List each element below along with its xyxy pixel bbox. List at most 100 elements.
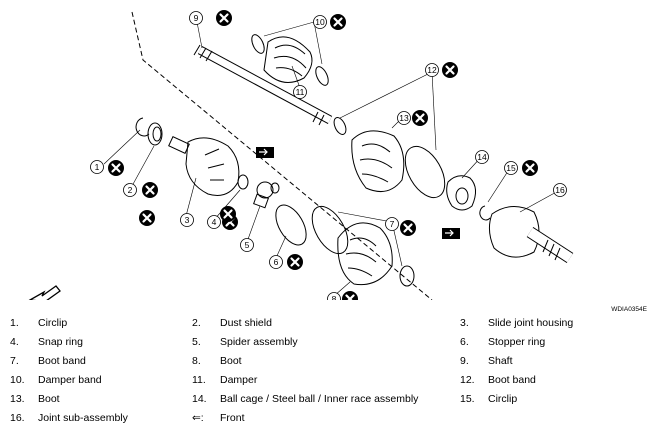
legend-item-label: Ball cage / Steel ball / Inner race asse… <box>220 393 419 405</box>
legend-item: 14.Ball cage / Steel ball / Inner race a… <box>192 393 418 405</box>
legend-row: 13. Boot 14.Ball cage / Steel ball / Inner… <box>0 390 653 409</box>
x-circle-icon <box>412 110 428 126</box>
legend-item-number: 12. <box>460 374 475 386</box>
legend-item-label: Damper <box>220 374 258 386</box>
x-circle-icon <box>287 254 303 270</box>
callout-number: 15 <box>506 163 516 173</box>
legend-item: 6. Stopper ring <box>460 336 545 348</box>
legend-item-label: Dust shield <box>220 317 272 329</box>
legend-item-label: Circlip <box>38 317 68 329</box>
legend-item: 10. Damper band <box>10 374 102 386</box>
callout-12: 12 <box>425 63 439 77</box>
shaft-part <box>193 44 333 126</box>
legend-item-label: Boot band <box>38 355 86 367</box>
dust-shield-part <box>147 122 163 146</box>
legend-item-label: Stopper ring <box>488 336 546 348</box>
boot-part-8 <box>337 222 415 287</box>
legend-item: 9. Shaft <box>460 355 513 367</box>
legend-item-number: 16. <box>10 412 25 424</box>
legend-item-number: 3. <box>460 317 469 329</box>
callout-number: 16 <box>555 185 565 195</box>
callout-number: 13 <box>399 113 409 123</box>
legend-item-number: 9. <box>460 355 469 367</box>
legend-item: 3. Slide joint housing <box>460 317 573 329</box>
dashed-outline <box>131 11 433 300</box>
legend-item-label: Snap ring <box>38 336 83 348</box>
figure-reference-code: WDIA0354E <box>611 306 647 313</box>
callout-6: 6 <box>269 255 283 269</box>
grease-icon <box>256 147 274 158</box>
callout-number: 10 <box>315 17 325 27</box>
legend-item-label: Damper band <box>38 374 102 386</box>
callout-number: 1 <box>95 162 100 172</box>
legend-item-number: 13. <box>10 393 25 405</box>
callout-number: 14 <box>477 152 487 162</box>
legend-item: 7. Boot band <box>10 355 86 367</box>
callout-number: 11 <box>296 87 305 97</box>
callout-2: 2 <box>123 183 137 197</box>
grease-icon <box>442 228 460 239</box>
leader-lines <box>103 21 561 297</box>
stopper-ring-part <box>275 204 307 246</box>
legend-item-number: 2. <box>192 317 201 329</box>
legend-item: 12.Boot band <box>460 374 536 386</box>
x-circle-icon <box>330 14 346 30</box>
do-not-reuse-marks <box>108 10 538 300</box>
boot-part-13 <box>351 130 405 193</box>
legend-item-label: Boot <box>220 355 242 367</box>
callout-number: 7 <box>390 219 395 229</box>
callout-4: 4 <box>207 215 221 229</box>
legend-item-number: 6. <box>460 336 469 348</box>
callout-number: 2 <box>128 185 133 195</box>
legend-item-number: 8. <box>192 355 201 367</box>
callout-13: 13 <box>397 111 411 125</box>
callout-10: 10 <box>313 15 327 29</box>
parts-legend: 1. Circlip 2. Dust shield 3. Slide joint hous… <box>0 314 653 428</box>
x-circle-icon <box>220 206 236 222</box>
legend-row: 16.Joint sub-assembly⇐:Front <box>0 409 653 428</box>
legend-item-number: 7. <box>10 355 19 367</box>
callout-number: 3 <box>185 215 190 225</box>
legend-item-label: Joint sub-assembly <box>38 412 128 424</box>
damper-part <box>251 34 329 86</box>
legend-item-label: Shaft <box>488 355 513 367</box>
callout-number: 5 <box>245 240 250 250</box>
front-arrow-icon <box>28 285 61 300</box>
legend-row: 7. Boot band 8. Boot 9. Shaft <box>0 352 653 371</box>
callout-15: 15 <box>504 161 518 175</box>
legend-item-number: 4. <box>10 336 19 348</box>
legend-item: 8. Boot <box>192 355 242 367</box>
legend-item-number: 11. <box>192 374 206 386</box>
x-circle-icon <box>108 160 124 176</box>
x-circle-icon <box>142 182 158 198</box>
legend-item <box>460 412 488 424</box>
spider-assembly-part <box>253 181 280 209</box>
legend-item: 2. Dust shield <box>192 317 272 329</box>
callout-3: 3 <box>180 213 194 227</box>
legend-item: 11. Damper <box>192 374 257 386</box>
circlip-part <box>135 117 150 137</box>
callout-1: 1 <box>90 160 104 174</box>
callout-number: 9 <box>194 13 199 23</box>
x-circle-icon <box>400 220 416 236</box>
legend-item-number: 10. <box>10 374 25 386</box>
x-circle-icon <box>342 291 358 300</box>
legend-item-number: 1. <box>10 317 19 329</box>
callout-9: 9 <box>189 11 203 25</box>
callout-8: 8 <box>327 292 341 300</box>
legend-item-number: 15. <box>460 393 475 405</box>
x-circle-icon <box>522 160 538 176</box>
legend-item-label: Slide joint housing <box>488 317 574 329</box>
ball-cage-part <box>446 175 476 211</box>
x-circle-icon <box>139 210 155 226</box>
legend-item-label: Boot <box>38 393 60 405</box>
callout-number: 8 <box>332 294 337 300</box>
slide-joint-housing-part <box>168 136 249 196</box>
callout-14: 14 <box>475 150 489 164</box>
callout-number: 12 <box>427 65 437 75</box>
legend-item: 4. Snap ring <box>10 336 83 348</box>
callout-number: 6 <box>274 257 279 267</box>
